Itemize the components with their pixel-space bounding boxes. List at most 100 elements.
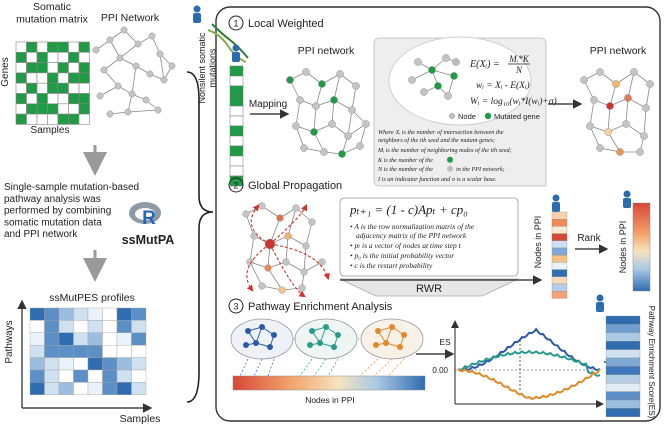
note-line-5b: in the PPI network; (456, 166, 505, 173)
network-node (132, 62, 140, 70)
heatmap-cell (58, 320, 74, 333)
network-edge (249, 235, 255, 263)
workflow-panel (215, 6, 661, 422)
rwr-bullet-1: • A is the row normalization matrix of t… (350, 222, 475, 231)
heatmap-cell (44, 345, 60, 358)
person-icon (552, 194, 560, 212)
network-node (276, 214, 284, 222)
network-node (450, 72, 458, 80)
heatmap-cell (102, 320, 118, 333)
heatmap-cell (131, 345, 147, 358)
matrix-cell (36, 113, 48, 125)
matrix-cell (36, 103, 48, 115)
pathway-node (253, 340, 259, 346)
genes-label: Genes (0, 57, 11, 86)
matrix-cell (57, 51, 69, 63)
es-cell (605, 324, 641, 333)
network-node (312, 102, 320, 110)
network-edge (645, 83, 651, 109)
legend-mutated: Mutated gene (494, 112, 540, 121)
network-node (302, 68, 310, 76)
score-cell (551, 219, 568, 227)
network-node (128, 90, 136, 98)
network-node (606, 102, 614, 110)
matrix-cell (47, 113, 59, 125)
network-node (156, 50, 164, 58)
matrix-cell (26, 82, 38, 94)
mapping-line (327, 358, 339, 377)
heatmap-cell (29, 369, 45, 383)
network-node (134, 40, 142, 48)
network-node (612, 80, 620, 88)
ppi-network-graph (92, 26, 176, 118)
es-axis-label: ES (439, 337, 451, 347)
person-icon (596, 294, 604, 312)
matrix-cell (26, 41, 38, 53)
es-cell (605, 357, 641, 367)
score-cell (551, 262, 568, 270)
step1-ppi-label-right: PPI network (590, 45, 647, 57)
network-edge (351, 85, 357, 111)
network-node (142, 96, 150, 104)
ppi-network-title: PPI Network (101, 12, 160, 24)
network-node (352, 82, 360, 90)
network-node (434, 82, 442, 90)
network-node (590, 96, 598, 104)
matrix-cell (26, 103, 38, 115)
heatmap-cell (116, 345, 132, 358)
matrix-cell (47, 82, 59, 94)
matrix-cell (36, 41, 48, 53)
node-icon (447, 165, 453, 172)
somatic-mutation-matrix (15, 41, 90, 125)
person-icon (232, 44, 240, 62)
node-legend-icon (448, 112, 456, 120)
mapping-line (359, 358, 379, 377)
matrix-cell (78, 103, 90, 115)
heatmap-cell (116, 332, 132, 346)
note-line-2: neighbors of the ith seed and the mutant… (378, 137, 495, 144)
ppi-network-weighted (580, 68, 654, 156)
network-edge (625, 97, 629, 125)
network-node (286, 76, 294, 84)
score-cell (551, 211, 568, 220)
mutation-cell (229, 105, 244, 117)
es-cell (605, 332, 641, 342)
pathway-node (335, 332, 341, 338)
pathway-node (267, 344, 273, 350)
network-node (596, 144, 604, 152)
network-node (308, 218, 316, 226)
mapping-line (313, 358, 327, 377)
mutation-cell (229, 135, 244, 147)
samples-axis-label: Samples (120, 413, 161, 425)
matrix-cell (26, 51, 38, 63)
network-node (100, 66, 108, 74)
es-cell (605, 315, 641, 325)
mutation-cell (229, 165, 244, 177)
network-node (362, 120, 370, 128)
mapping-label: Mapping (249, 99, 287, 110)
network-node (336, 70, 344, 78)
matrix-cell (47, 41, 59, 53)
mapping-line (373, 358, 393, 377)
rwr-bullet-4: • c is the restart probability (350, 261, 433, 270)
network-node (148, 32, 156, 40)
propagation-arc (269, 243, 330, 281)
heatmap-cell (102, 332, 118, 346)
heatmap-cell (29, 357, 45, 371)
note-line-5: N is the number of the (377, 166, 433, 173)
network-edge (267, 267, 283, 291)
pathway-node (307, 342, 313, 348)
matrix-cell (78, 93, 90, 105)
person-icon (193, 5, 201, 23)
mutation-cell (229, 95, 244, 107)
heatmap-cell (131, 382, 147, 395)
legend-node: Node (458, 112, 476, 121)
heatmap-cell (116, 382, 132, 395)
network-edge (131, 65, 137, 95)
network-node (624, 94, 632, 102)
pathway-node (271, 332, 277, 338)
heatmap-cell (58, 345, 74, 358)
network-node (282, 258, 290, 266)
matrix-cell (36, 51, 48, 63)
